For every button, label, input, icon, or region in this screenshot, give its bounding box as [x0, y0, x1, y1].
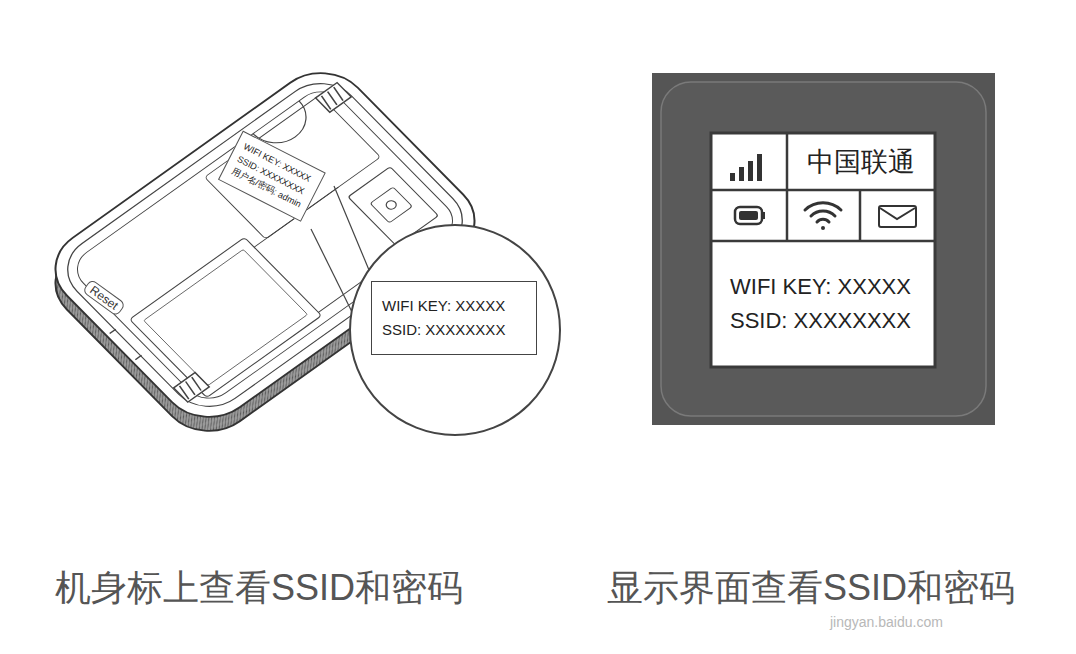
node-text: SSID: XXXXXXXX: [730, 304, 911, 338]
battery-icon: [735, 207, 765, 224]
node-text: WIFI KEY: XXXXX: [730, 270, 911, 304]
watermark: jingyan.baidu.com: [830, 614, 943, 631]
magnifier-circle: [350, 225, 560, 435]
lcd-text-area: WIFI KEY: XXXXXSSID: XXXXXXXX: [713, 243, 933, 365]
caption-right: 显示界面查看SSID和密码: [607, 566, 1015, 609]
mail-icon: [879, 206, 916, 227]
wifi-icon: [805, 203, 841, 230]
node-text: WIFI KEY: XXXXX: [382, 294, 505, 318]
screen-housing: [652, 73, 995, 425]
lcd-panel: [711, 133, 935, 367]
lcd-grid: [711, 133, 935, 241]
carrier-cell: 中国联通: [789, 135, 933, 189]
screen-bezel: [661, 82, 986, 416]
node-text: SSID: XXXXXXXX: [382, 318, 505, 342]
caption-left: 机身标上查看SSID和密码: [55, 566, 463, 609]
signal-icon: [730, 154, 762, 181]
node-text: 中国联通: [807, 146, 915, 178]
magnified-label: WIFI KEY: XXXXXSSID: XXXXXXXX: [371, 281, 537, 355]
